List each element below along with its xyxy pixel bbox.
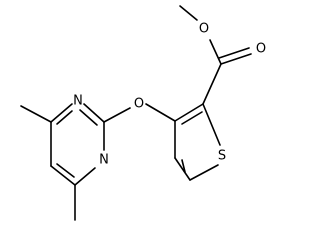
bond-c3-c2t-double (181, 111, 203, 125)
bond-s-c5t (189, 164, 219, 181)
bond-n3-c2-double (79, 109, 98, 126)
atom-n-top: N (73, 94, 83, 109)
bond-n3-c2 (83, 103, 105, 123)
bond-oester-methyl (179, 5, 198, 21)
bond-c2t-carbonyl (202, 63, 222, 105)
structure-canvas: N N O O O S (20, 5, 266, 221)
atom-o-carbonyl: O (256, 42, 266, 57)
molecule-diagram: N N O O O S (20, 5, 266, 221)
atom-o-ether: O (134, 97, 144, 112)
atom-s: S (218, 149, 226, 164)
bond-c4-n3-double (56, 110, 73, 125)
bond-c5t-c4t (174, 157, 191, 181)
atom-n-bottom: N (99, 153, 109, 168)
atom-o-ester: O (199, 22, 209, 37)
bond-c3-c2t (174, 103, 204, 122)
bond-n1-c6 (74, 167, 96, 186)
bond-c5t-c4t-double (181, 159, 186, 173)
bond-carbonyl-o-double-b (218, 47, 250, 59)
bond-c6-c5-double (56, 163, 75, 178)
bond-c2-o (103, 107, 131, 123)
bond-carbonyl-o-double-a (220, 53, 252, 65)
bond-o-c3 (145, 103, 176, 122)
bond-carbonyl-oester (209, 39, 222, 65)
bond-c4-methyl (20, 105, 52, 123)
bond-c2t-s (202, 103, 221, 146)
bond-c6-c5 (50, 165, 76, 186)
bond-c4-n3 (50, 103, 73, 123)
